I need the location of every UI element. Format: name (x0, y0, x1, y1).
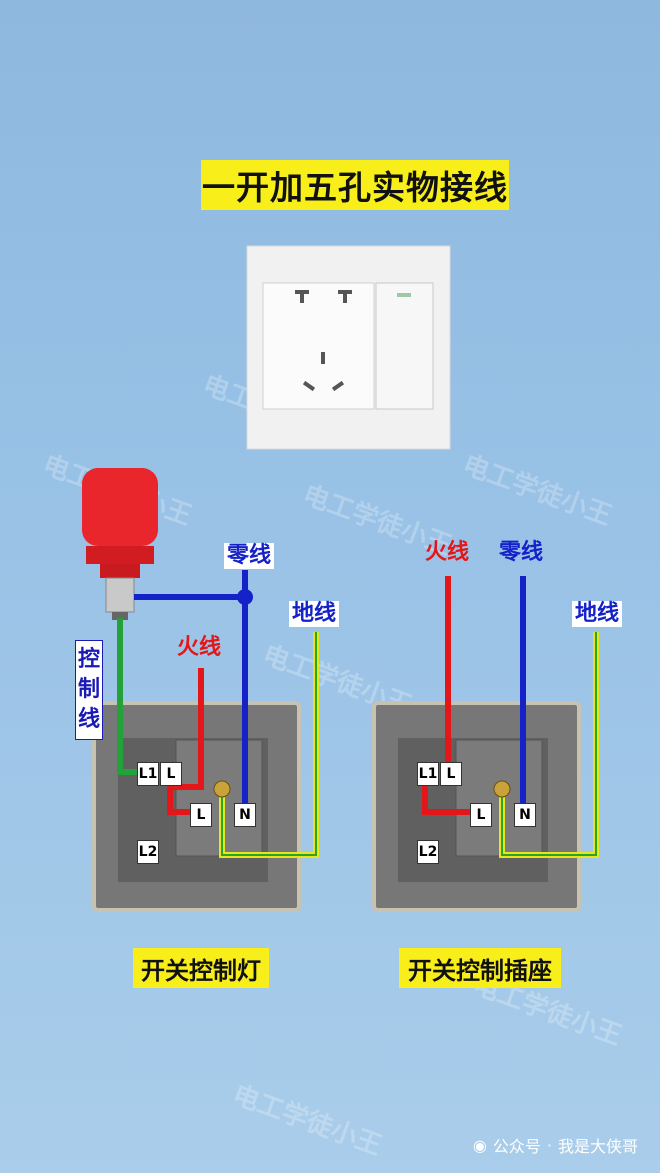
control-char-1: 控 (77, 647, 100, 672)
left-terminal-n: N (234, 803, 256, 827)
right-neutral-label: 零线 (499, 540, 544, 565)
footer-credit: ◉ 公众号 · 我是大侠哥 (473, 1133, 638, 1157)
wechat-icon: ◉ (472, 1135, 487, 1155)
control-char-3: 线 (77, 707, 100, 732)
control-char-2: 制 (77, 677, 100, 702)
left-caption: 开关控制灯 (133, 948, 269, 988)
left-ground-label: 地线 (289, 601, 340, 627)
page-title: 一开加五孔实物接线 (201, 160, 509, 210)
left-terminal-l1: L1 (137, 762, 159, 786)
right-caption: 开关控制插座 (399, 948, 561, 988)
left-terminal-l2: L2 (137, 840, 159, 864)
right-terminal-n: N (514, 803, 536, 827)
light-bulb (82, 468, 158, 620)
left-terminal-l-top: L (160, 762, 182, 786)
right-live-label: 火线 (425, 540, 470, 565)
footer-author: 我是大侠哥 (557, 1137, 638, 1156)
footer-channel: 公众号 (492, 1137, 541, 1156)
socket-product-image (246, 245, 451, 450)
right-terminal-l1: L1 (417, 762, 439, 786)
right-ground-label: 地线 (572, 601, 623, 627)
footer-separator: · (546, 1135, 552, 1155)
left-terminal-l: L (190, 803, 212, 827)
left-live-label: 火线 (177, 635, 222, 660)
control-wire-label: 控 制 线 (75, 640, 103, 740)
right-terminal-l: L (470, 803, 492, 827)
right-terminal-l2: L2 (417, 840, 439, 864)
left-neutral-label: 零线 (224, 543, 275, 569)
right-terminal-l-top: L (440, 762, 462, 786)
